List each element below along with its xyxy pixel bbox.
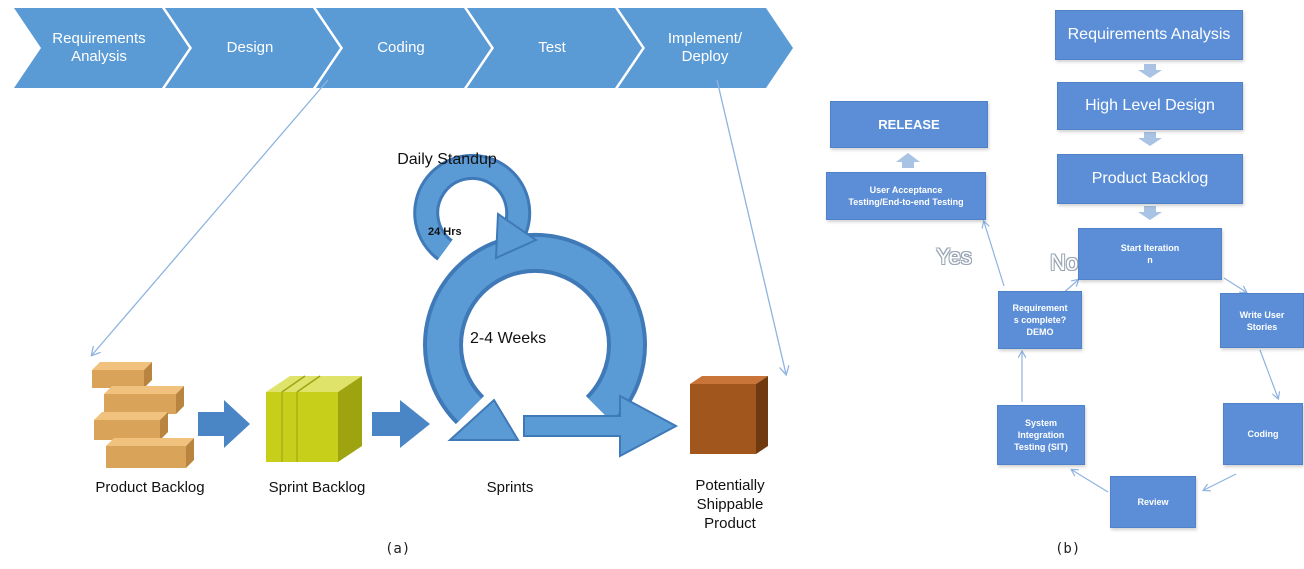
weeks-label: 2-4 Weeks bbox=[470, 330, 547, 347]
connector-review-to-sit bbox=[1072, 470, 1109, 493]
shippable-label: Potentially Shippable Product bbox=[695, 477, 765, 532]
flow-arrow-1 bbox=[198, 400, 250, 448]
connector-write-to-coding bbox=[1259, 349, 1278, 398]
box-write-user-stories: Write User Stories bbox=[1220, 293, 1304, 348]
connector-coding-to-review bbox=[1204, 473, 1237, 490]
box-release: RELEASE bbox=[830, 101, 988, 148]
phase-chevron-requirements: Requirements Analysis bbox=[14, 8, 189, 88]
sprint-backlog-label: Sprint Backlog bbox=[268, 479, 366, 496]
phase-label: Test bbox=[538, 39, 566, 56]
flow-arrow-2 bbox=[372, 400, 430, 448]
box-sit: System Integration Testing (SIT) bbox=[997, 405, 1085, 465]
phase-label: Implement/ Deploy bbox=[667, 30, 743, 65]
sprints-label: Sprints bbox=[486, 479, 534, 496]
panel-b-sublabel: (b) bbox=[1055, 541, 1081, 557]
phase-chevron-design: Design bbox=[165, 8, 340, 88]
box-high-level-design: High Level Design bbox=[1057, 82, 1243, 130]
phase-label: Coding bbox=[377, 39, 425, 56]
box-review: Review bbox=[1110, 476, 1196, 528]
phase-chevron-coding: Coding bbox=[316, 8, 491, 88]
box-coding: Coding bbox=[1223, 403, 1303, 465]
shippable-product-cube bbox=[690, 376, 768, 454]
no-label: No bbox=[1050, 250, 1079, 275]
phase-chevron-deploy: Implement/ Deploy bbox=[618, 8, 793, 88]
panel-a-sublabel: (a) bbox=[385, 541, 411, 557]
yes-label: Yes bbox=[936, 244, 972, 269]
connector-start-to-write bbox=[1223, 277, 1246, 292]
hrs-label: 24 Hrs bbox=[428, 226, 462, 238]
up-arrow-release bbox=[896, 153, 920, 168]
box-uat: User Acceptance Testing/End-to-end Testi… bbox=[826, 172, 986, 220]
down-arrow-3 bbox=[1138, 206, 1162, 220]
box-product-backlog: Product Backlog bbox=[1057, 154, 1243, 204]
box-start-iteration: Start Iteration n bbox=[1078, 228, 1222, 280]
connector-req-to-uat bbox=[984, 222, 1005, 287]
phase-label: Design bbox=[226, 39, 274, 56]
connector-deploy-to-product bbox=[716, 79, 786, 374]
box-requirements-analysis: Requirements Analysis bbox=[1055, 10, 1243, 60]
phase-label: Requirements Analysis bbox=[52, 30, 146, 65]
product-backlog-stack bbox=[92, 362, 194, 468]
product-backlog-label: Product Backlog bbox=[95, 479, 205, 496]
sprint-backlog-box bbox=[266, 375, 362, 462]
daily-standup-label: Daily Standup bbox=[397, 151, 497, 168]
connector-coding-to-backlog bbox=[92, 79, 329, 355]
down-arrow-2 bbox=[1138, 132, 1162, 146]
phase-chevron-test: Test bbox=[467, 8, 642, 88]
sprint-loop bbox=[413, 153, 679, 458]
box-requirements-complete: Requirement s complete? DEMO bbox=[998, 291, 1082, 349]
down-arrow-1 bbox=[1138, 64, 1162, 78]
